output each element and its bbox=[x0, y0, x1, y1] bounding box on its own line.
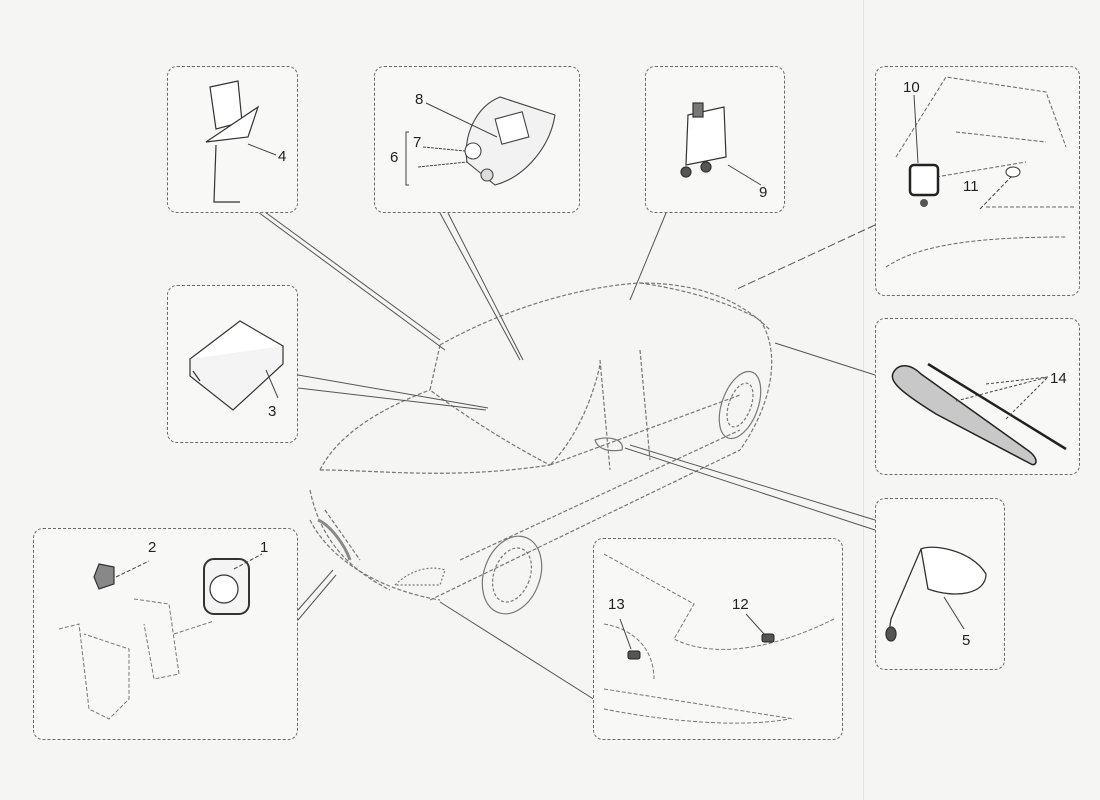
part-number-5: 5 bbox=[962, 632, 971, 649]
callout-box-6-7-8[interactable]: 8 7 6 bbox=[374, 66, 580, 213]
part-number-2: 2 bbox=[148, 539, 157, 556]
control-module-icon bbox=[680, 102, 762, 186]
part-number-14: 14 bbox=[1050, 370, 1067, 387]
part-number-12: 12 bbox=[732, 596, 749, 613]
part-number-10: 10 bbox=[903, 79, 920, 96]
control-unit-housing-icon bbox=[189, 320, 284, 411]
part-number-6: 6 bbox=[390, 149, 399, 166]
part-number-4: 4 bbox=[278, 148, 287, 165]
callout-box-5[interactable]: 5 bbox=[875, 498, 1005, 670]
sheet-edge-divider bbox=[863, 0, 864, 800]
callout-box-3[interactable]: 3 bbox=[167, 285, 298, 443]
callout-box-4[interactable]: 4 bbox=[167, 66, 298, 213]
part-number-13: 13 bbox=[608, 596, 625, 613]
rear-module-sensor-icon bbox=[885, 76, 1076, 268]
part-number-11: 11 bbox=[963, 178, 979, 195]
spoiler-light-strip-icon bbox=[891, 362, 1067, 466]
callout-box-9[interactable]: 9 bbox=[645, 66, 785, 213]
part-number-1: 1 bbox=[260, 539, 269, 556]
part-number-3: 3 bbox=[268, 403, 277, 420]
radar-sensor-bracket-icon bbox=[58, 553, 263, 720]
part-number-8: 8 bbox=[415, 91, 424, 108]
exterior-mirror-icon bbox=[885, 546, 987, 642]
callout-box-10-11[interactable]: 10 11 bbox=[875, 66, 1080, 296]
rearview-mirror-icon bbox=[205, 80, 260, 203]
front-bumper-sensors-icon bbox=[603, 553, 835, 724]
callout-box-12-13[interactable]: 13 12 bbox=[593, 538, 843, 740]
roof-console-icon bbox=[405, 96, 556, 186]
part-number-7: 7 bbox=[413, 134, 422, 151]
callout-box-1-2[interactable]: 2 1 bbox=[33, 528, 298, 740]
callout-box-14[interactable]: 14 bbox=[875, 318, 1080, 475]
part-number-9: 9 bbox=[759, 184, 768, 201]
